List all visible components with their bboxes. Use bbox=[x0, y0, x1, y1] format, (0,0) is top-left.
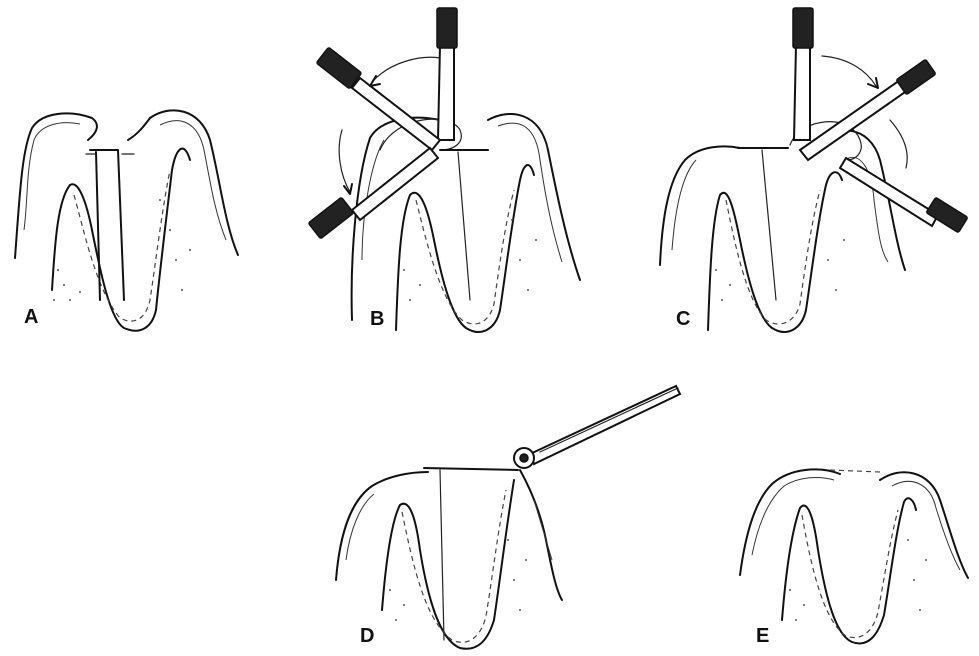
tooth-outline bbox=[396, 150, 534, 332]
gingiva-outline bbox=[740, 469, 968, 578]
tooth-outline bbox=[382, 468, 518, 649]
bone-stipple bbox=[389, 539, 527, 621]
panel-c: C bbox=[660, 8, 968, 332]
panel-a: A bbox=[15, 110, 238, 330]
gingiva-outline bbox=[660, 122, 905, 270]
panel-d: D bbox=[336, 386, 680, 649]
motion-arrow-top bbox=[822, 56, 878, 88]
ball-electrode-instrument bbox=[514, 386, 680, 468]
tooth-outline bbox=[708, 148, 842, 332]
gingiva-outline bbox=[336, 470, 562, 600]
electrosurgery-handpiece-left-up bbox=[316, 47, 440, 150]
electrosurgery-handpiece-right-up bbox=[800, 59, 936, 160]
gingiva-outline bbox=[15, 110, 238, 258]
tooth-outline bbox=[782, 498, 916, 643]
panel-label-c: C bbox=[676, 308, 690, 330]
electrosurgery-handpiece-up bbox=[437, 8, 457, 140]
tooth-outline bbox=[52, 149, 190, 331]
panel-label-b: B bbox=[370, 308, 384, 330]
electrosurgery-handpiece-up bbox=[793, 8, 813, 140]
panel-label-e: E bbox=[756, 625, 769, 647]
panel-e: E bbox=[740, 469, 968, 647]
gingiva-outline bbox=[352, 114, 580, 320]
motion-arrow-side bbox=[890, 120, 907, 168]
bone-stipple bbox=[403, 219, 537, 301]
motion-arrow-top bbox=[370, 57, 440, 86]
bone-stipple bbox=[789, 539, 927, 621]
panel-label-a: A bbox=[24, 306, 38, 328]
electrosurgery-handpiece-right-down bbox=[840, 158, 968, 233]
panel-b: B bbox=[308, 8, 580, 332]
panel-label-d: D bbox=[360, 625, 374, 647]
bone-stipple bbox=[715, 219, 845, 301]
motion-arrow-side bbox=[339, 130, 352, 194]
